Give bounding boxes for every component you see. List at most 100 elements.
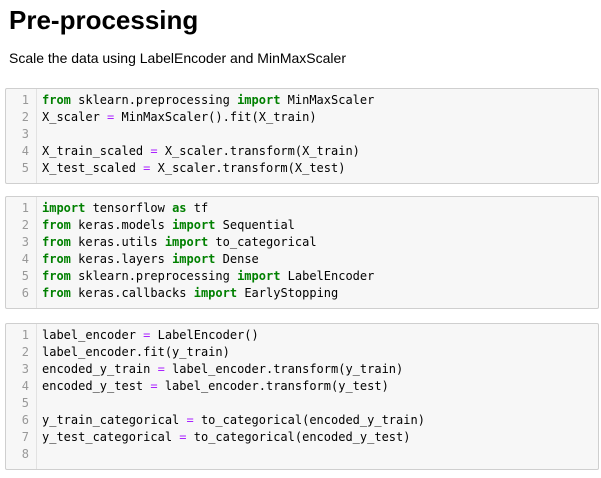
code-token: X_test_scaled xyxy=(42,161,144,175)
code-keyword: import xyxy=(164,235,209,249)
code-token: X_scaler.transform(X_test) xyxy=(150,161,346,175)
code-line: 3 xyxy=(6,126,598,143)
line-number: 4 xyxy=(21,252,29,266)
line-number: 4 xyxy=(21,144,29,158)
code-text: label_encoder = LabelEncoder() xyxy=(42,327,259,344)
line-number: 5 xyxy=(21,396,29,410)
line-number: 1 xyxy=(21,201,29,215)
line-number: 7 xyxy=(21,430,29,444)
code-text: encoded_y_train = label_encoder.transfor… xyxy=(42,361,403,378)
code-text: label_encoder.fit(y_train) xyxy=(42,344,230,361)
code-token: keras.callbacks xyxy=(70,286,194,300)
code-line: 5 from sklearn.preprocessing import Label… xyxy=(6,268,598,285)
code-line: 1 import tensorflow as tf xyxy=(6,200,598,217)
code-keyword: from xyxy=(42,286,71,300)
code-line: 8 xyxy=(6,446,598,463)
code-token: X_train_scaled xyxy=(42,144,151,158)
line-number: 3 xyxy=(21,362,29,376)
code-token: LabelEncoder() xyxy=(150,328,259,342)
code-line: 3 encoded_y_train = label_encoder.transfo… xyxy=(6,361,598,378)
code-text: y_test_categorical = to_categorical(enco… xyxy=(42,429,410,446)
line-number: 6 xyxy=(21,286,29,300)
code-token: label_encoder.transform(y_test) xyxy=(157,379,389,393)
code-text: encoded_y_test = label_encoder.transform… xyxy=(42,378,389,395)
code-keyword: from xyxy=(42,269,71,283)
code-token: to_categorical(encoded_y_test) xyxy=(186,430,411,444)
code-line: 6 y_train_categorical = to_categorical(en… xyxy=(6,412,598,429)
code-line: 4 X_train_scaled = X_scaler.transform(X_t… xyxy=(6,143,598,160)
code-keyword: import xyxy=(172,218,216,232)
line-number: 6 xyxy=(21,413,29,427)
code-line: 7 y_test_categorical = to_categorical(enc… xyxy=(6,429,598,446)
line-number: 8 xyxy=(21,447,29,461)
code-line: 1 label_encoder = LabelEncoder() xyxy=(6,327,598,344)
code-text: from sklearn.preprocessing import MinMax… xyxy=(42,92,374,109)
code-keyword: from xyxy=(42,252,71,266)
code-cell-imports[interactable]: 1 import tensorflow as tf 2 from keras.mode… xyxy=(5,196,599,309)
code-operator: = xyxy=(157,362,165,376)
code-line: 6 from keras.callbacks import EarlyStoppi… xyxy=(6,285,598,302)
code-line: 2 from keras.models import Sequential xyxy=(6,217,598,234)
code-token: y_test_categorical xyxy=(42,430,180,444)
code-token: keras.utils xyxy=(70,235,165,249)
code-operator: = xyxy=(107,110,115,124)
line-number-gutter xyxy=(36,89,37,183)
code-keyword: import xyxy=(172,252,216,266)
code-token: to_categorical(encoded_y_train) xyxy=(193,413,425,427)
code-token: Sequential xyxy=(215,218,295,232)
code-line: 2 X_scaler = MinMaxScaler().fit(X_train) xyxy=(6,109,598,126)
code-token: tensorflow xyxy=(85,201,173,215)
code-token: tf xyxy=(186,201,209,215)
line-number-gutter xyxy=(36,197,37,308)
line-number: 3 xyxy=(21,235,29,249)
code-token: encoded_y_test xyxy=(42,379,151,393)
code-token: X_scaler xyxy=(42,110,108,124)
code-keyword: import xyxy=(42,201,86,215)
code-line: 5 X_test_scaled = X_scaler.transform(X_te… xyxy=(6,160,598,177)
code-token: LabelEncoder xyxy=(280,269,375,283)
code-text: X_test_scaled = X_scaler.transform(X_tes… xyxy=(42,160,345,177)
code-keyword: as xyxy=(172,201,187,215)
code-operator: = xyxy=(186,413,194,427)
code-text: import tensorflow as tf xyxy=(42,200,208,217)
line-number: 2 xyxy=(21,110,29,124)
line-number-gutter xyxy=(36,324,37,469)
code-text: from sklearn.preprocessing import LabelE… xyxy=(42,268,374,285)
code-operator: = xyxy=(150,144,158,158)
code-token: X_scaler.transform(X_train) xyxy=(157,144,360,158)
section-heading: Pre-processing xyxy=(9,5,199,35)
line-number: 1 xyxy=(21,328,29,342)
line-number: 3 xyxy=(21,127,29,141)
code-token: Dense xyxy=(215,252,259,266)
code-operator: = xyxy=(143,328,151,342)
code-token: EarlyStopping xyxy=(237,286,339,300)
code-token: sklearn.preprocessing xyxy=(70,93,238,107)
line-number: 4 xyxy=(21,379,29,393)
code-keyword: import xyxy=(237,93,281,107)
code-token: MinMaxScaler xyxy=(280,93,375,107)
code-keyword: import xyxy=(193,286,238,300)
code-line: 4 encoded_y_test = label_encoder.transfor… xyxy=(6,378,598,395)
code-token: MinMaxScaler().fit(X_train) xyxy=(114,110,317,124)
line-number: 2 xyxy=(21,218,29,232)
code-operator: = xyxy=(179,430,187,444)
code-token: sklearn.preprocessing xyxy=(70,269,238,283)
line-number: 5 xyxy=(21,161,29,175)
code-text: X_train_scaled = X_scaler.transform(X_tr… xyxy=(42,143,360,160)
code-keyword: from xyxy=(42,93,71,107)
code-text: X_scaler = MinMaxScaler().fit(X_train) xyxy=(42,109,317,126)
line-number: 5 xyxy=(21,269,29,283)
code-operator: = xyxy=(143,161,151,175)
code-operator: = xyxy=(150,379,158,393)
code-keyword: from xyxy=(42,235,71,249)
code-text: y_train_categorical = to_categorical(enc… xyxy=(42,412,425,429)
code-token: y_train_categorical xyxy=(42,413,187,427)
code-text: from keras.models import Sequential xyxy=(42,217,295,234)
code-token: label_encoder.transform(y_train) xyxy=(164,362,404,376)
code-keyword: import xyxy=(237,269,281,283)
